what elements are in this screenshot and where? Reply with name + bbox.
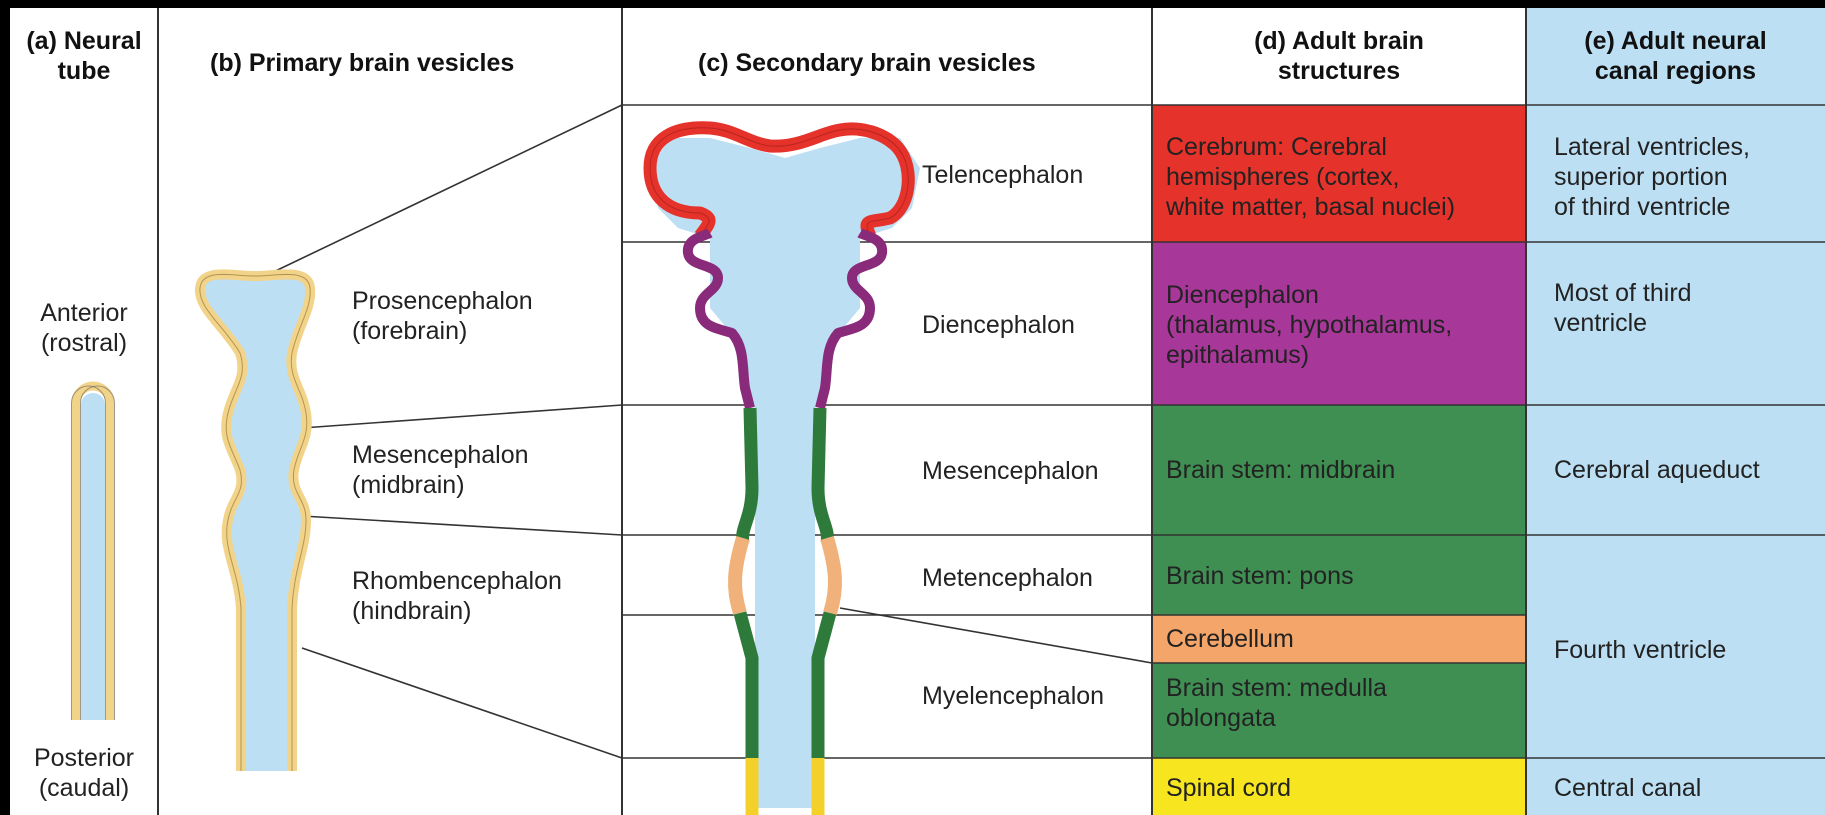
- header-canal-regions: (e) Adult neural canal regions: [1526, 26, 1825, 86]
- neural-tube-drawing: [72, 386, 115, 720]
- secondary-vesicles-drawing: [650, 128, 920, 815]
- canal-0-line2: superior portion: [1554, 162, 1750, 192]
- label-diencephalon: Diencephalon: [922, 310, 1075, 340]
- connector-prosencephalon-top: [265, 105, 622, 276]
- header-d-line2: structures: [1152, 56, 1526, 86]
- rhombencephalon-common: (hindbrain): [352, 596, 562, 626]
- posterior-sub-text: (caudal): [10, 773, 158, 803]
- header-primary-vesicles: (b) Primary brain vesicles: [210, 48, 514, 78]
- posterior-text: Posterior: [10, 743, 158, 773]
- diencephalon-line3: epithalamus): [1166, 340, 1452, 370]
- label-posterior: Posterior (caudal): [10, 743, 158, 803]
- label-cerebrum: Cerebrum: Cerebral hemispheres (cortex, …: [1166, 132, 1455, 222]
- label-metencephalon: Metencephalon: [922, 563, 1093, 593]
- header-secondary-vesicles: (c) Secondary brain vesicles: [698, 48, 1036, 78]
- canal-0-line1: Lateral ventricles,: [1554, 132, 1750, 162]
- label-mesencephalon-secondary: Mesencephalon: [922, 456, 1099, 486]
- cerebrum-line1: Cerebrum: Cerebral: [1166, 132, 1455, 162]
- label-lateral-ventricles: Lateral ventricles, superior portion of …: [1554, 132, 1750, 222]
- label-fourth-ventricle: Fourth ventricle: [1554, 635, 1726, 665]
- label-spinal-cord: Spinal cord: [1166, 773, 1291, 803]
- label-cerebellum: Cerebellum: [1166, 624, 1294, 654]
- connector-prosencephalon-bottom: [302, 405, 622, 428]
- mesencephalon-common: (midbrain): [352, 470, 529, 500]
- canal-column-bg: [1526, 8, 1825, 815]
- header-a-line2: tube: [10, 56, 158, 86]
- header-adult-structures: (d) Adult brain structures: [1152, 26, 1526, 86]
- label-telencephalon: Telencephalon: [922, 160, 1083, 190]
- rhombencephalon-name: Rhombencephalon: [352, 566, 562, 596]
- label-pons: Brain stem: pons: [1166, 561, 1354, 591]
- cerebrum-line3: white matter, basal nuclei): [1166, 192, 1455, 222]
- canal-1-line2: ventricle: [1554, 308, 1692, 338]
- diencephalon-line2: (thalamus, hypothalamus,: [1166, 310, 1452, 340]
- label-mesencephalon-primary: Mesencephalon (midbrain): [352, 440, 529, 500]
- label-central-canal: Central canal: [1554, 773, 1701, 803]
- prosencephalon-common: (forebrain): [352, 316, 533, 346]
- primary-vesicles-drawing: [200, 274, 310, 771]
- medulla-line2: oblongata: [1166, 703, 1387, 733]
- mesencephalon-name: Mesencephalon: [352, 440, 529, 470]
- canal-1-line1: Most of third: [1554, 278, 1692, 308]
- figure-drawing: [10, 8, 1825, 815]
- figure-panel: (a) Neural tube (b) Primary brain vesicl…: [10, 8, 1825, 815]
- canal-0-line3: of third ventricle: [1554, 192, 1750, 222]
- label-anterior: Anterior (rostral): [10, 298, 158, 358]
- header-neural-tube: (a) Neural tube: [10, 26, 158, 86]
- prosencephalon-name: Prosencephalon: [352, 286, 533, 316]
- label-diencephalon-adult: Diencephalon (thalamus, hypothalamus, ep…: [1166, 280, 1452, 370]
- cerebrum-line2: hemispheres (cortex,: [1166, 162, 1455, 192]
- label-rhombencephalon: Rhombencephalon (hindbrain): [352, 566, 562, 626]
- label-medulla: Brain stem: medulla oblongata: [1166, 673, 1387, 733]
- connector-cerebellum: [840, 608, 1152, 663]
- connector-rhombencephalon-bottom: [302, 648, 622, 758]
- label-cerebral-aqueduct: Cerebral aqueduct: [1554, 455, 1760, 485]
- header-e-line2: canal regions: [1526, 56, 1825, 86]
- anterior-text: Anterior: [10, 298, 158, 328]
- header-a-line1: (a) Neural: [10, 26, 158, 56]
- anterior-sub-text: (rostral): [10, 328, 158, 358]
- label-third-ventricle: Most of third ventricle: [1554, 278, 1692, 338]
- header-e-line1: (e) Adult neural: [1526, 26, 1825, 56]
- medulla-line1: Brain stem: medulla: [1166, 673, 1387, 703]
- label-myelencephalon: Myelencephalon: [922, 681, 1104, 711]
- label-prosencephalon: Prosencephalon (forebrain): [352, 286, 533, 346]
- label-midbrain: Brain stem: midbrain: [1166, 455, 1395, 485]
- connector-mesencephalon-bottom: [302, 516, 622, 535]
- diencephalon-line1: Diencephalon: [1166, 280, 1452, 310]
- header-d-line1: (d) Adult brain: [1152, 26, 1526, 56]
